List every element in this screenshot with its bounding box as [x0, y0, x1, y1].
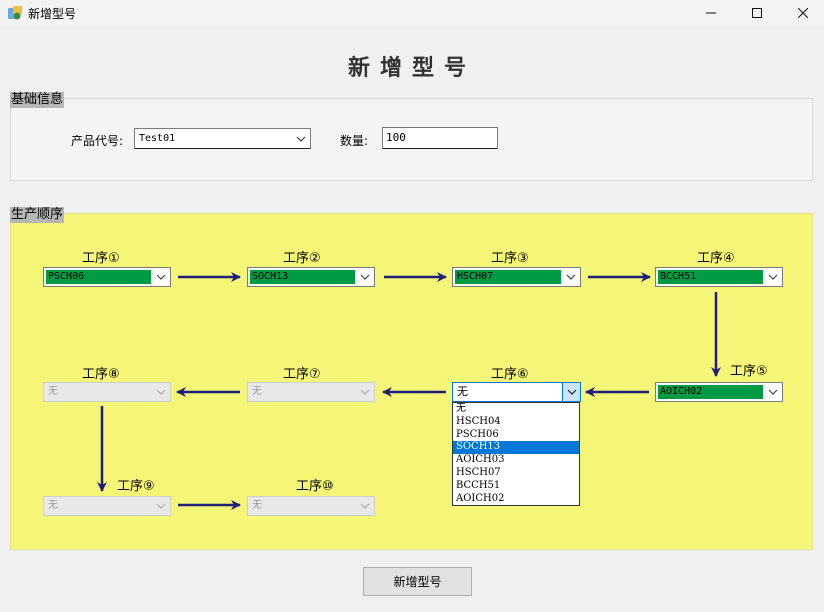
step-7-value: 无 — [252, 386, 262, 397]
dropdown-option[interactable]: AOICH03 — [456, 454, 505, 466]
step-9-select[interactable]: 无 — [43, 496, 171, 516]
chevron-down-icon — [360, 274, 370, 280]
step-8-select[interactable]: 无 — [43, 382, 171, 402]
step-4-label: 工序④ — [697, 251, 735, 266]
app-icon — [8, 6, 22, 20]
step-1-label: 工序① — [82, 251, 120, 266]
minimize-icon — [706, 12, 716, 14]
step-5-value: AOICH02 — [658, 385, 763, 399]
chevron-down-icon — [567, 389, 577, 395]
step-2-select[interactable]: SOCH13 — [247, 267, 375, 287]
chevron-down-icon — [360, 503, 370, 509]
dropdown-option[interactable]: AOICH02 — [456, 492, 505, 504]
close-icon — [798, 8, 808, 18]
dropdown-option[interactable]: BCCH51 — [456, 479, 501, 491]
step-1-value: PSCH06 — [46, 270, 151, 284]
dropdown-option[interactable]: HSCH04 — [456, 415, 501, 427]
step-7-label: 工序⑦ — [283, 367, 321, 382]
step-10-label: 工序⑩ — [296, 479, 334, 494]
step-8-label: 工序⑧ — [82, 367, 120, 382]
step-2-label: 工序② — [283, 251, 321, 266]
product-code-value: Test01 — [139, 133, 176, 144]
page-title: 新增型号 — [347, 55, 476, 81]
step-6-dropdown-list: 无 HSCH04 PSCH06 SOCH13 AOICH03 HSCH07 BC… — [452, 402, 580, 506]
step-9-value: 无 — [48, 500, 58, 511]
production-sequence-legend: 生产顺序 — [10, 207, 65, 223]
step-1-select[interactable]: PSCH06 — [43, 267, 171, 287]
maximize-icon — [752, 8, 762, 18]
chevron-down-icon — [156, 274, 166, 280]
dropdown-option-highlighted[interactable]: SOCH13 — [453, 441, 579, 455]
step-6-value: 无 — [457, 385, 468, 398]
step-3-value: HSCH07 — [455, 270, 561, 284]
close-button[interactable] — [780, 0, 824, 26]
step-6-label: 工序⑥ — [491, 367, 529, 382]
step-6-select[interactable]: 无 — [452, 382, 581, 402]
dropdown-option[interactable]: HSCH07 — [456, 466, 501, 478]
chevron-down-icon — [156, 389, 166, 395]
step-4-select[interactable]: BCCH51 — [655, 267, 783, 287]
maximize-button[interactable] — [734, 0, 780, 26]
chevron-down-icon — [566, 274, 576, 280]
step-3-select[interactable]: HSCH07 — [452, 267, 581, 287]
title-bar: 新增型号 — [0, 0, 824, 26]
dropdown-button[interactable] — [562, 383, 580, 401]
dropdown-option[interactable]: 无 — [456, 403, 466, 414]
add-model-button[interactable]: 新增型号 — [363, 567, 472, 596]
chevron-down-icon — [360, 389, 370, 395]
quantity-label: 数量: — [340, 134, 369, 148]
product-code-label: 产品代号: — [71, 134, 124, 148]
step-8-value: 无 — [48, 386, 58, 397]
step-3-label: 工序③ — [491, 251, 529, 266]
step-5-label: 工序⑤ — [730, 364, 768, 379]
chevron-down-icon — [296, 136, 306, 142]
step-10-select[interactable]: 无 — [247, 496, 375, 516]
chevron-down-icon — [768, 389, 778, 395]
quantity-input[interactable]: 100 — [382, 127, 498, 149]
step-10-value: 无 — [252, 500, 262, 511]
window-title: 新增型号 — [28, 7, 77, 21]
chevron-down-icon — [156, 503, 166, 509]
step-9-label: 工序⑨ — [117, 479, 155, 494]
step-2-value: SOCH13 — [250, 270, 355, 284]
step-7-select[interactable]: 无 — [247, 382, 375, 402]
minimize-button[interactable] — [688, 0, 734, 26]
basic-info-legend: 基础信息 — [10, 92, 65, 108]
step-4-value: BCCH51 — [658, 270, 763, 284]
step-5-select[interactable]: AOICH02 — [655, 382, 783, 402]
chevron-down-icon — [768, 274, 778, 280]
dropdown-option[interactable]: PSCH06 — [456, 428, 499, 440]
basic-info-group: 基础信息 产品代号: Test01 数量: 100 — [10, 92, 813, 181]
product-code-select[interactable]: Test01 — [134, 128, 311, 149]
